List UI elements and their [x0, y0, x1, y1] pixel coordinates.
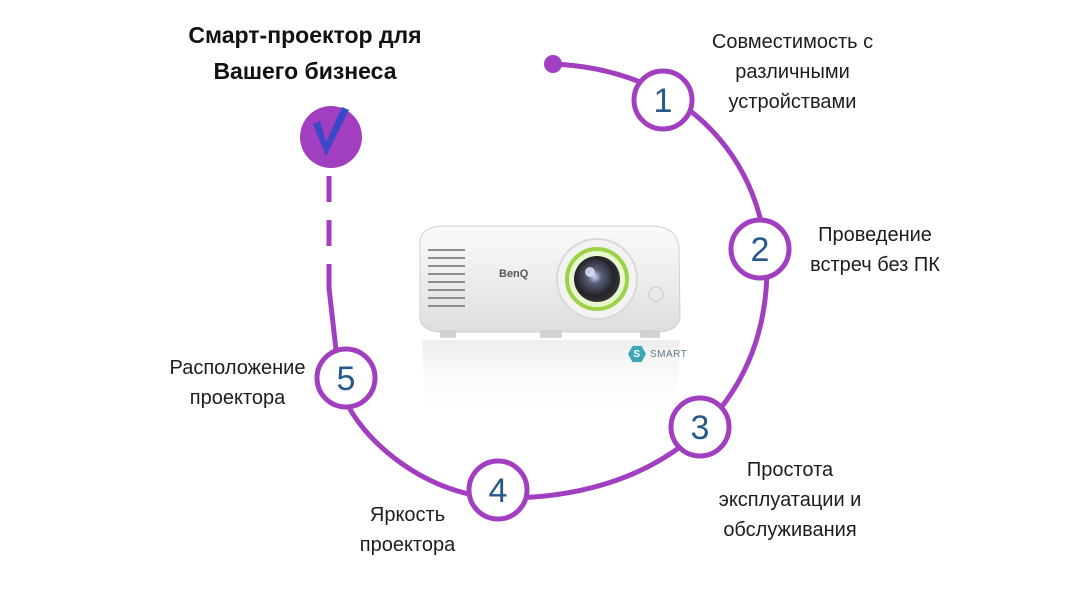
step-number: 3 [691, 409, 710, 447]
step-marker-2: 2 [728, 217, 792, 281]
step-label-2: Проведение встреч без ПК [810, 224, 940, 276]
step-label-4: Яркость проектора [359, 504, 456, 556]
step-label-3: Простота эксплуатации и обслуживания [718, 459, 862, 541]
checkmark-icon [300, 106, 362, 168]
step-label-1: Совместимость с различными устройствами [711, 31, 874, 113]
step-marker-4: 4 [466, 458, 530, 522]
step-number: 1 [654, 82, 673, 120]
projector-brand: BenQ [499, 268, 529, 280]
step-marker-1: 1 [631, 68, 695, 132]
step-number: 5 [337, 360, 356, 398]
step-marker-5: 5 [314, 346, 378, 410]
smart-badge: S SMART [628, 345, 687, 363]
smart-hex-icon: S [628, 345, 646, 363]
step-marker-3: 3 [668, 395, 732, 459]
timeline-start-dot [544, 55, 562, 73]
step-number: 4 [489, 472, 508, 510]
smart-badge-text: SMART [650, 348, 688, 360]
diagram-title: Смарт-проектор для Вашего бизнеса [188, 22, 422, 84]
step-label-5: Расположение проектора [169, 357, 306, 409]
step-number: 2 [751, 231, 770, 269]
projector-image [419, 225, 681, 420]
